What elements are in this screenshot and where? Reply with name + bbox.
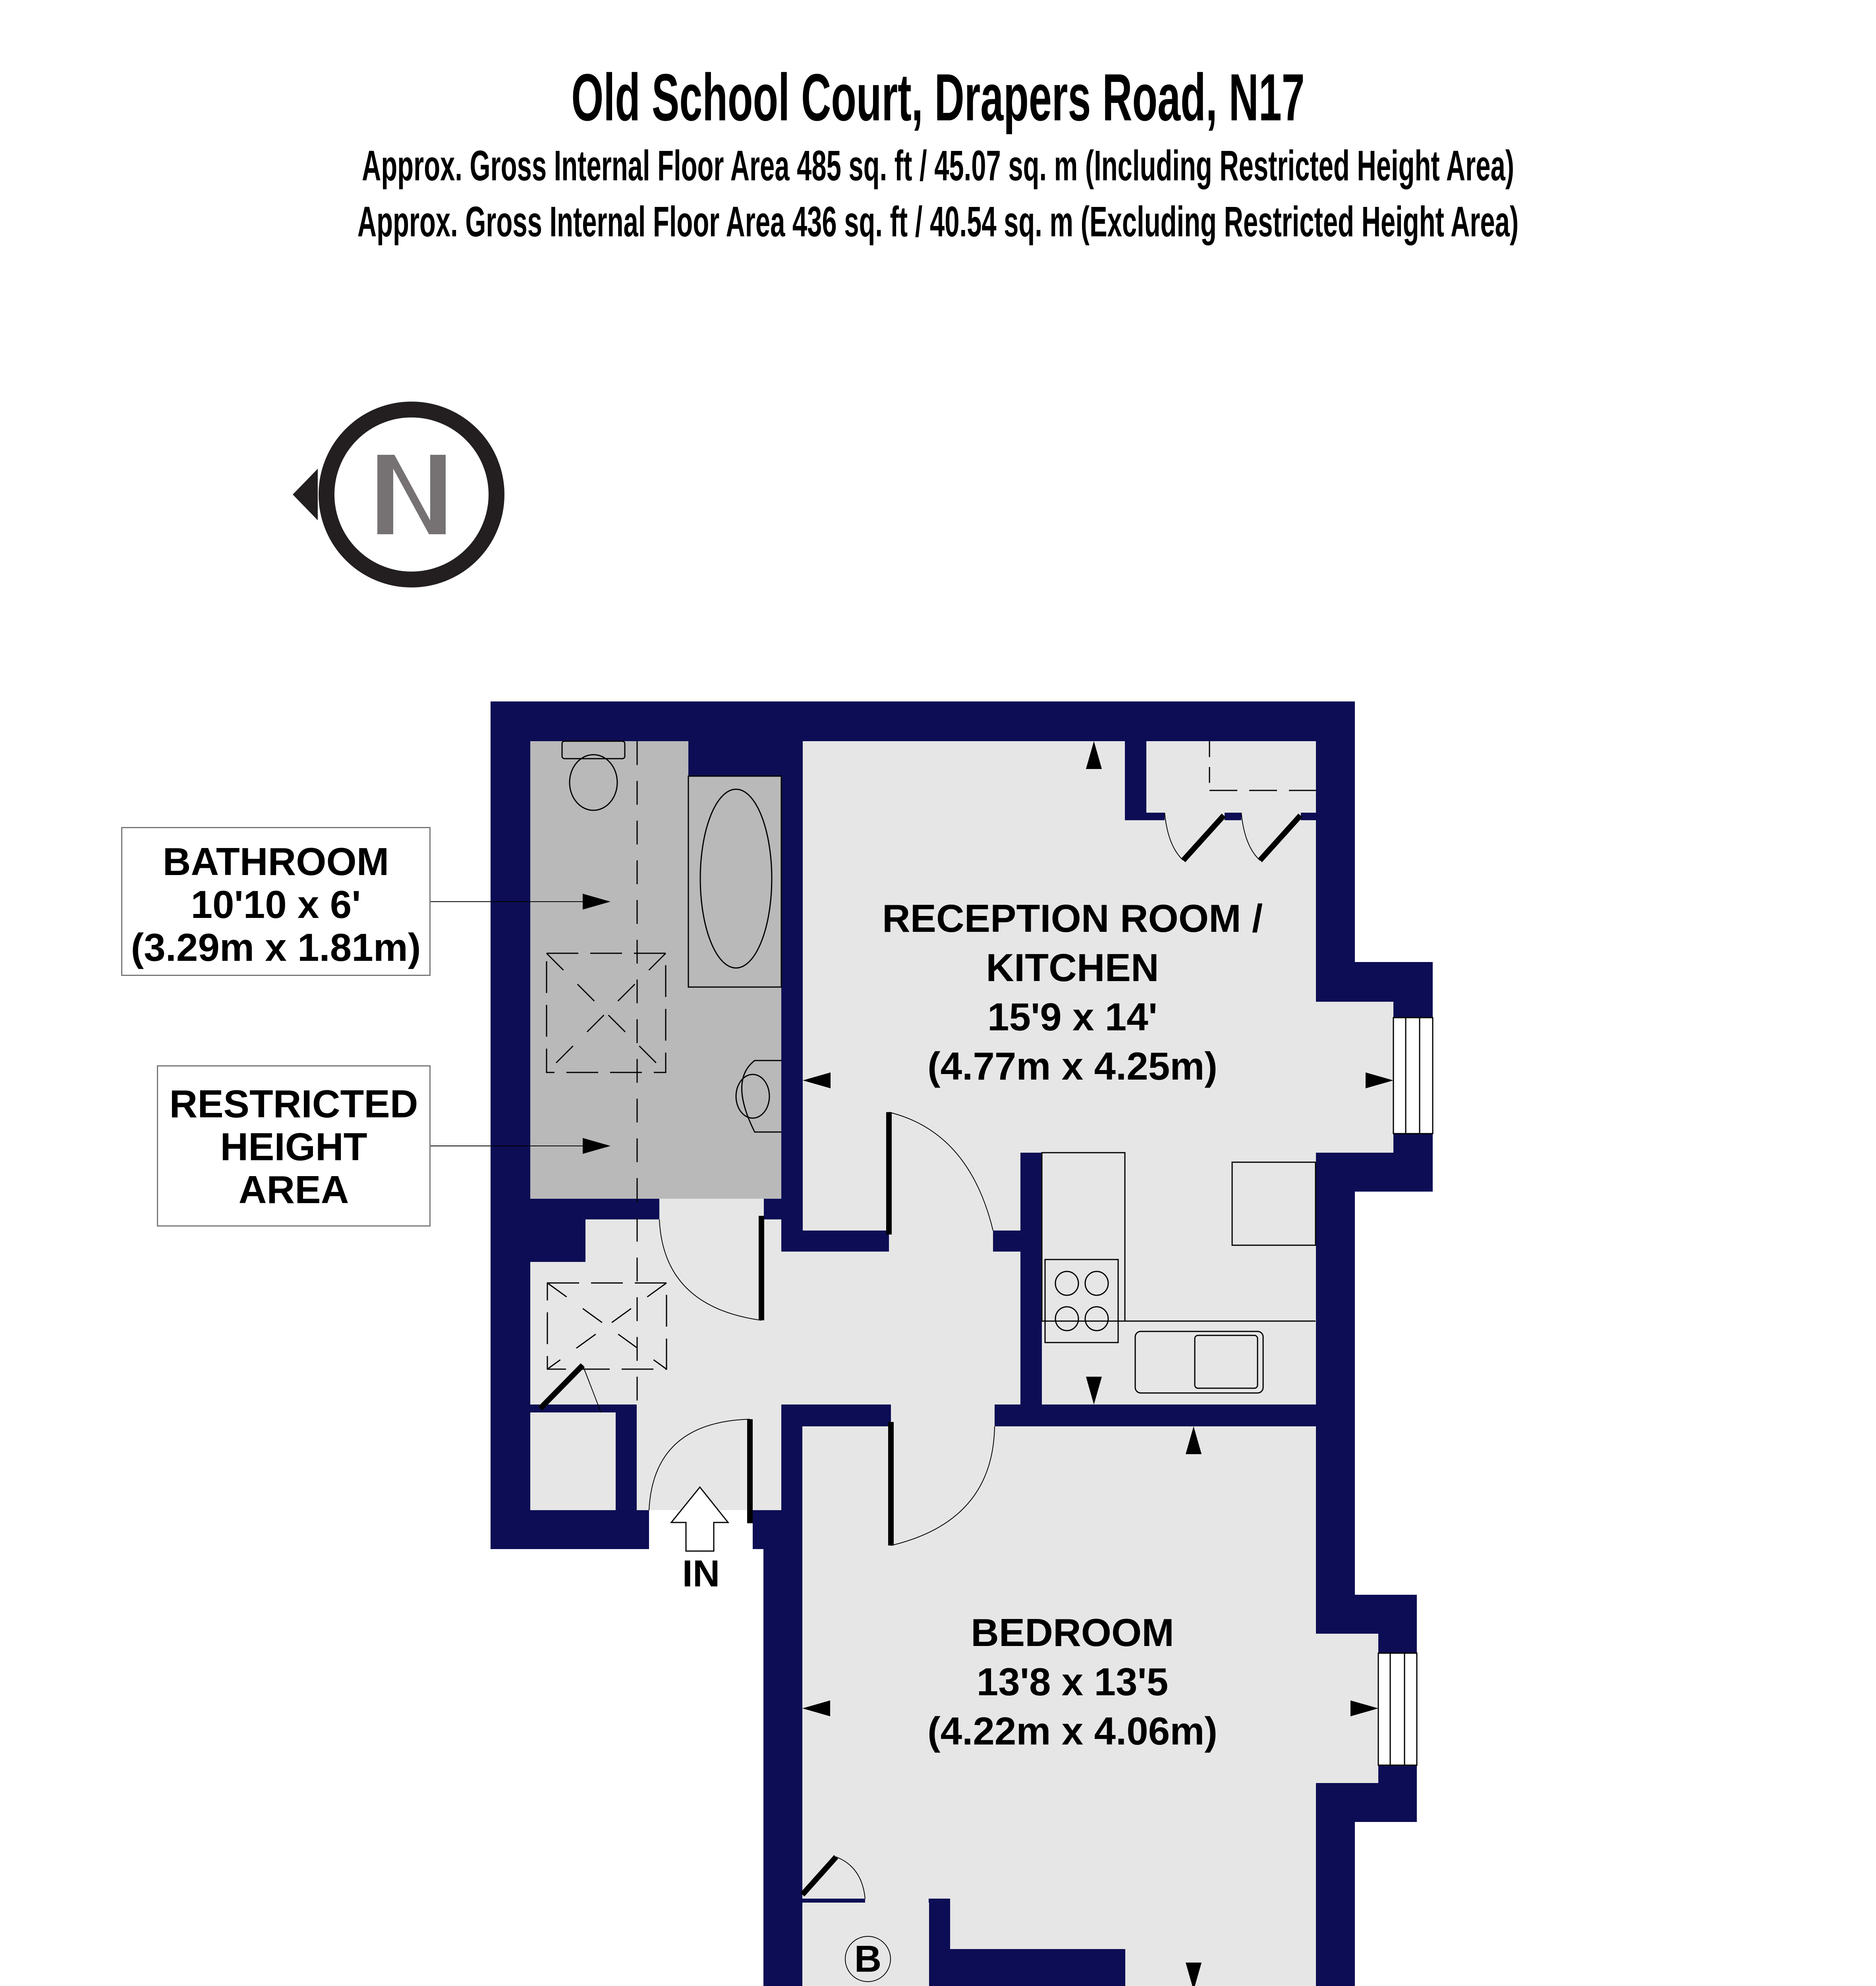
- fixtures: [546, 740, 1316, 1899]
- bedroom-imperial: 13'8 x 13'5: [976, 1660, 1169, 1704]
- restricted-line1: RESTRICTED: [169, 1082, 418, 1126]
- entrance-label: IN: [682, 1553, 720, 1595]
- bedroom-window-side: [1378, 1652, 1418, 1766]
- entrance-arrow-icon: [670, 1486, 730, 1552]
- doors: [538, 813, 1303, 1897]
- area-excluding-restricted: Approx. Gross Internal Floor Area 436 sq…: [357, 197, 1519, 245]
- windows: [1378, 1017, 1434, 1766]
- fridge: [1231, 1161, 1316, 1246]
- hall-floor: [585, 1219, 781, 1404]
- bathroom-label: BATHROOM 10'10 x 6' (3.29m x 1.81m): [121, 827, 431, 976]
- bathroom-imperial: 10'10 x 6': [191, 883, 361, 926]
- toilet: [561, 740, 626, 759]
- reception-imperial: 15'9 x 14': [987, 995, 1158, 1039]
- bedroom-floor: [802, 1426, 1316, 1986]
- reception-label: RECEPTION ROOM / KITCHEN 15'9 x 14' (4.7…: [834, 894, 1311, 1091]
- bathroom-floor: [530, 741, 781, 1199]
- reception-name: RECEPTION ROOM /: [882, 896, 1263, 940]
- hob: [1044, 1259, 1119, 1343]
- restricted-line2: HEIGHT: [220, 1125, 367, 1169]
- boiler-icon: [845, 1936, 891, 1982]
- bathroom-metric: (3.29m x 1.81m): [131, 925, 421, 969]
- bedroom-name: BEDROOM: [971, 1611, 1174, 1654]
- bedroom-label: BEDROOM 13'8 x 13'5 (4.22m x 4.06m): [834, 1608, 1311, 1756]
- skylight: [546, 952, 667, 1073]
- restricted-height-label: RESTRICTED HEIGHT AREA: [157, 1065, 431, 1227]
- dimension-arrows: [583, 741, 1393, 1986]
- basin: [741, 1060, 781, 1133]
- restricted-line3: AREA: [238, 1168, 349, 1211]
- north-arrow-icon: [293, 402, 504, 587]
- reception-window: [1393, 1017, 1434, 1134]
- skylight-hall: [547, 1282, 667, 1370]
- bedroom-metric: (4.22m x 4.06m): [927, 1709, 1217, 1753]
- reception-name-2: KITCHEN: [986, 946, 1159, 989]
- page-title: Old School Court, Drapers Road, N17: [571, 60, 1305, 135]
- bathroom-name: BATHROOM: [162, 840, 389, 883]
- sink: [1134, 1331, 1264, 1394]
- reception-metric: (4.77m x 4.25m): [927, 1044, 1217, 1088]
- kitchen-counter: [1041, 1152, 1126, 1322]
- boiler-label: B: [854, 1938, 882, 1980]
- area-including-restricted: Approx. Gross Internal Floor Area 485 sq…: [361, 141, 1515, 189]
- bathtub: [688, 775, 782, 988]
